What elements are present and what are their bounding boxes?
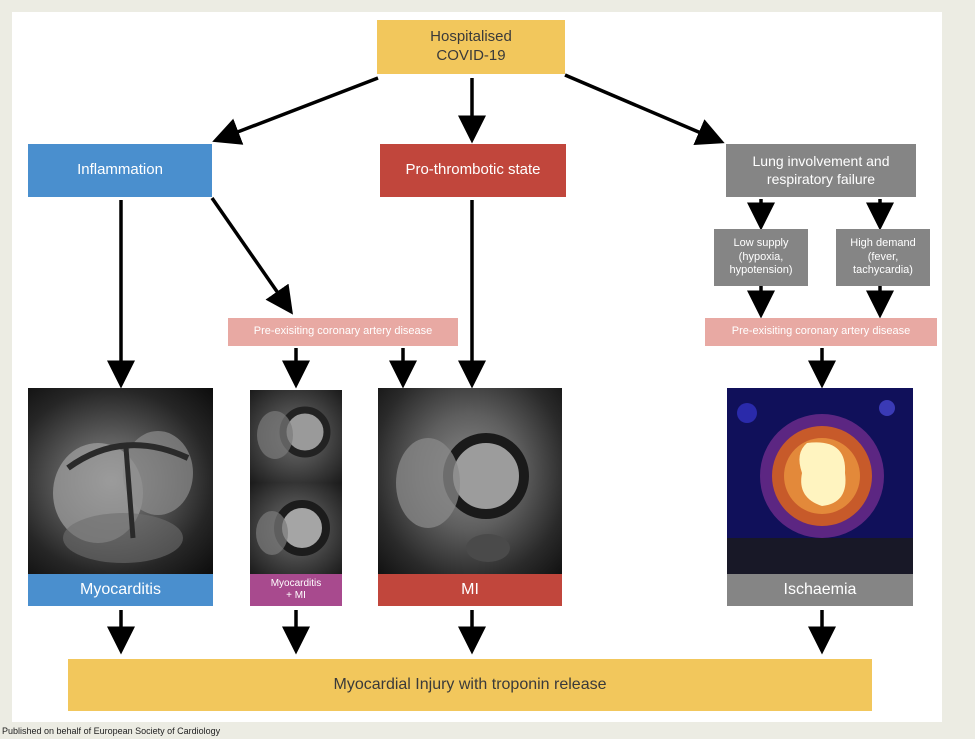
myocardial-injury-node: Myocardial Injury with troponin release: [68, 659, 872, 711]
arrow-inflammation-to-cad: [210, 197, 293, 315]
myocarditis-mi-label: Myocarditis + MI: [250, 574, 342, 606]
lung-involvement-node: Lung involvement and respiratory failure: [726, 144, 916, 197]
short-axis-lower-graphic: [256, 500, 330, 556]
mri-short-axis-upper-image: [250, 390, 342, 483]
arrow-top-to-inflammation: [212, 76, 379, 145]
ischaemia-label: Ischaemia: [727, 574, 913, 606]
prothrombotic-node: Pro-thrombotic state: [380, 144, 566, 197]
low-supply-node: Low supply (hypoxia, hypotension): [714, 229, 808, 286]
perfusion-map-graphic: [727, 388, 913, 574]
mri-short-axis-lower-image: [250, 483, 342, 574]
preexisting-cad-right-node: Pre-exisiting coronary artery disease: [705, 318, 937, 346]
short-axis-upper-graphic: [257, 406, 331, 459]
mi-label: MI: [378, 574, 562, 606]
mri-mi-image: [378, 388, 562, 574]
heart-four-chamber-graphic: [53, 431, 193, 563]
mi-short-axis-graphic: [396, 433, 529, 562]
inflammation-node: Inflammation: [28, 144, 212, 197]
high-demand-node: High demand (fever, tachycardia): [836, 229, 930, 286]
perfusion-ischaemia-image: [727, 388, 913, 574]
mri-myocarditis-image: [28, 388, 213, 574]
arrow-top-to-lung: [564, 73, 725, 146]
myocarditis-label: Myocarditis: [28, 574, 213, 606]
preexisting-cad-left-node: Pre-exisiting coronary artery disease: [228, 318, 458, 346]
publisher-credit: Published on behalf of European Society …: [2, 726, 221, 736]
hospitalised-covid-node: Hospitalised COVID-19: [377, 20, 565, 74]
